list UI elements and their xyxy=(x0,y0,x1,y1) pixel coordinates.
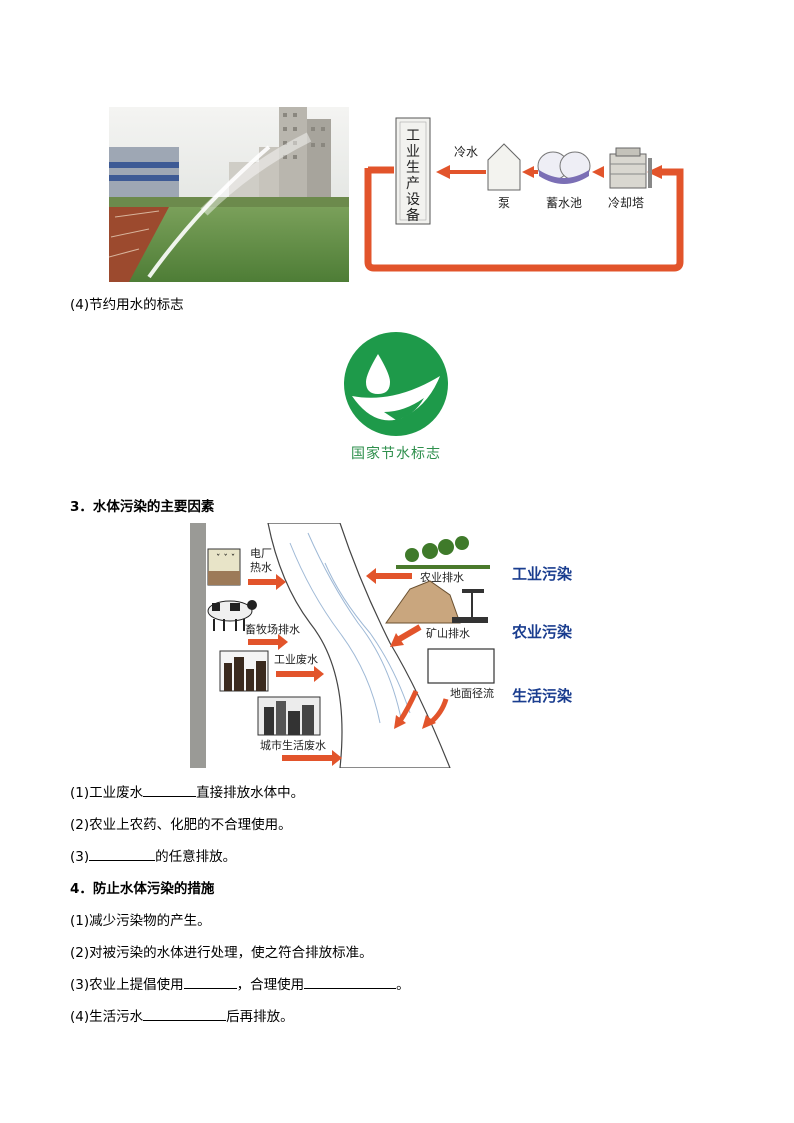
logo-caption: 国家节水标志 xyxy=(351,446,441,462)
runoff-label: 地面径流 xyxy=(450,686,494,700)
reservoir-label: 蓄水池 xyxy=(546,196,582,210)
power-plant-label-2: 热水 xyxy=(250,561,272,574)
pollution-sources-diagram: ˇ ˇ ˇ 电厂 热水 畜牧场排水 工业废水 城市生活废水 农业排水 矿山排水 … xyxy=(190,523,573,768)
svg-text:ˇ ˇ ˇ: ˇ ˇ ˇ xyxy=(216,553,235,564)
equipment-char: 产 xyxy=(406,176,420,192)
s4-item-1: (1)减少污染物的产生。 xyxy=(70,913,211,929)
s3-item-3: (3)的任意排放。 xyxy=(70,848,237,865)
equipment-char: 备 xyxy=(406,207,420,224)
water-saving-logo xyxy=(344,332,448,436)
blank-4[interactable] xyxy=(304,976,397,989)
livestock-label: 畜牧场排水 xyxy=(245,622,300,636)
mine-label: 矿山排水 xyxy=(426,626,470,640)
equipment-char: 设 xyxy=(406,192,420,208)
section-4-title: 4．防止水体污染的措施 xyxy=(70,881,215,897)
section-3-title: 3．水体污染的主要因素 xyxy=(70,499,215,515)
legend-domestic: 生活污染 xyxy=(512,687,573,705)
blank-1[interactable] xyxy=(143,784,197,797)
s4-item-4: (4)生活污水后再排放。 xyxy=(70,1008,294,1025)
city-label: 城市生活废水 xyxy=(260,738,326,752)
equipment-char: 业 xyxy=(406,144,420,160)
cold-water-label: 冷水 xyxy=(454,145,478,159)
pump-label: 泵 xyxy=(498,196,510,210)
legend-agricultural: 农业污染 xyxy=(511,623,573,641)
equipment-char: 工 xyxy=(406,128,420,144)
cooling-tower-label: 冷却塔 xyxy=(608,196,644,210)
equipment-char: 生 xyxy=(406,160,420,176)
s4-item-2: (2)对被污染的水体进行处理，使之符合排放标准。 xyxy=(70,945,373,961)
farm-drain-label: 农业排水 xyxy=(420,570,464,584)
sprinkler-photo xyxy=(109,107,349,282)
item-4-label: (4)节约用水的标志 xyxy=(70,297,184,313)
blank-3[interactable] xyxy=(183,976,237,989)
blank-2[interactable] xyxy=(89,848,156,861)
s3-item-2: (2)农业上农药、化肥的不合理使用。 xyxy=(70,817,292,833)
power-plant-label-1: 电厂 xyxy=(250,547,272,560)
industrial-label: 工业废水 xyxy=(274,652,318,666)
s3-item-1: (1)工业废水直接排放水体中。 xyxy=(70,784,305,801)
s4-item-3: (3)农业上提倡使用，合理使用。 xyxy=(70,976,410,993)
blank-5[interactable] xyxy=(143,1008,227,1021)
legend-industrial: 工业污染 xyxy=(512,565,573,583)
